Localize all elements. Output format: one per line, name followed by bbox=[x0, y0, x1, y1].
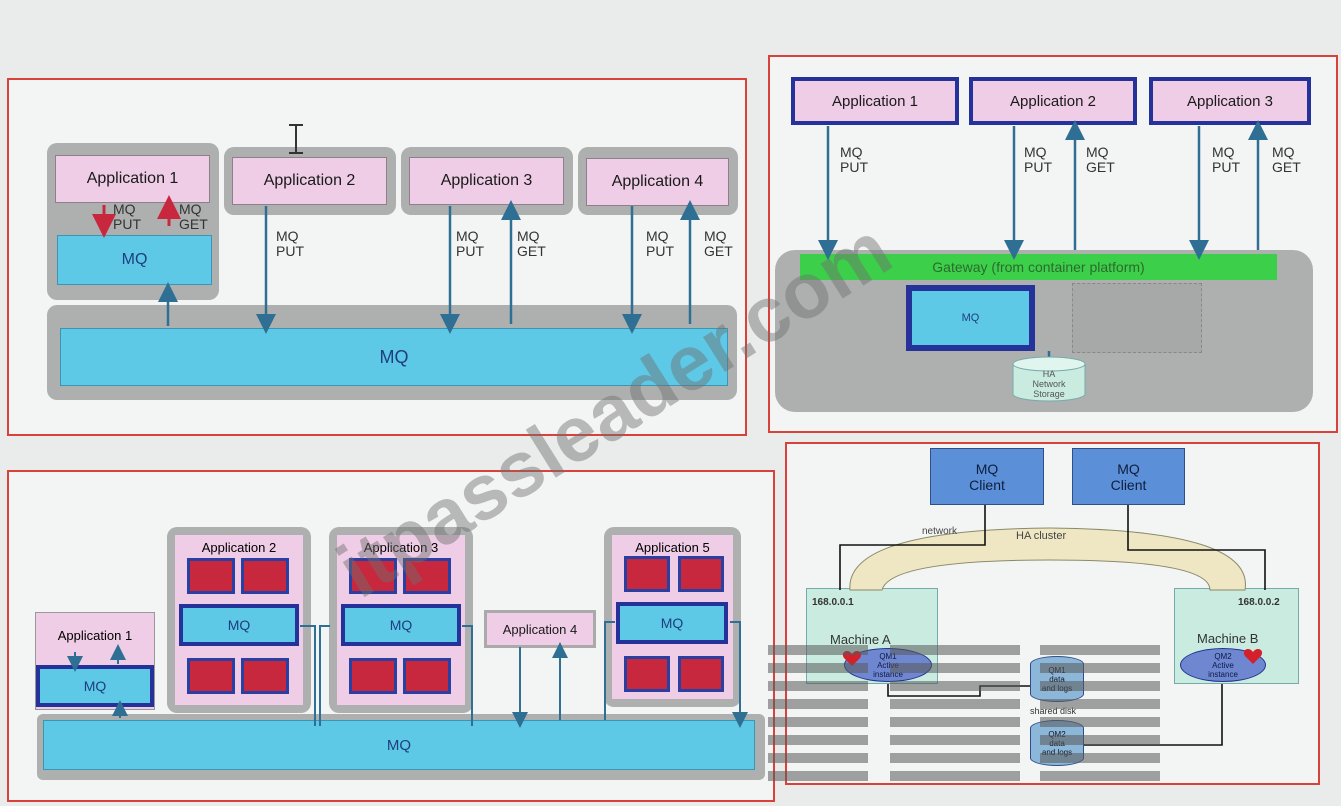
p3-worker-box bbox=[349, 658, 397, 694]
p3-worker-box bbox=[624, 556, 670, 592]
p3-worker-box bbox=[241, 658, 289, 694]
p1-app4-get-label: MQ GET bbox=[704, 228, 733, 259]
p3-worker-box bbox=[678, 556, 724, 592]
p3-worker-box bbox=[241, 558, 289, 594]
p2-app1-put-label: MQ PUT bbox=[840, 144, 868, 175]
p4-mq-client-2: MQ Client bbox=[1072, 448, 1185, 505]
p3-group-mq: MQ bbox=[179, 604, 299, 646]
p4-ha-cluster-label: HA cluster bbox=[1016, 530, 1067, 542]
p4-machine-b-label: Machine B bbox=[1197, 631, 1259, 646]
p3-application-1: Application 1 bbox=[57, 627, 133, 643]
p2-application-2: Application 2 bbox=[969, 77, 1137, 125]
p1-app1-get-label: MQ GET bbox=[179, 201, 208, 232]
p3-worker-box bbox=[624, 656, 670, 692]
p4-network-label: network bbox=[922, 526, 958, 537]
p2-standby-container bbox=[1072, 283, 1202, 353]
p1-mq-bus: MQ bbox=[60, 328, 728, 386]
p1-application-3: Application 3 bbox=[409, 157, 564, 205]
p3-application-4: Application 4 bbox=[484, 610, 596, 648]
p3-application-5: Application 5 bbox=[635, 539, 710, 555]
p2-gateway-bar: Gateway (from container platform) bbox=[800, 254, 1277, 280]
p3-group-mq: MQ bbox=[616, 602, 728, 644]
p1-app1-put-label: MQ PUT bbox=[113, 201, 141, 232]
p4-mq-client-1: MQ Client bbox=[930, 448, 1044, 505]
p4-machine-a-label: Machine A bbox=[830, 632, 891, 647]
p4-shared-disk-label: shared disk bbox=[1030, 706, 1077, 716]
p4-disk-qm2: QM2 data and logs bbox=[1030, 720, 1084, 766]
p4-ip-b: 168.0.0.2 bbox=[1238, 597, 1280, 608]
p3-group-mq: MQ bbox=[341, 604, 461, 646]
p3-worker-box bbox=[349, 558, 397, 594]
p3-worker-box bbox=[187, 558, 235, 594]
p3-worker-box bbox=[403, 658, 451, 694]
p2-app2-get-label: MQ GET bbox=[1086, 144, 1115, 175]
p2-mq-box: MQ bbox=[906, 285, 1035, 351]
p1-app4-put-label: MQ PUT bbox=[646, 228, 674, 259]
p2-application-1: Application 1 bbox=[791, 77, 959, 125]
p3-worker-box bbox=[403, 558, 451, 594]
p1-application-4: Application 4 bbox=[586, 158, 729, 206]
p4-qm1-instance: QM1 Active instance bbox=[844, 648, 932, 682]
p1-app3-get-label: MQ GET bbox=[517, 228, 546, 259]
p1-local-mq: MQ bbox=[57, 235, 212, 285]
p2-app3-get-label: MQ GET bbox=[1272, 144, 1301, 175]
p1-app2-put-label: MQ PUT bbox=[276, 228, 304, 259]
p3-worker-box bbox=[678, 656, 724, 692]
p4-disk-qm1: QM1 data and logs bbox=[1030, 656, 1084, 702]
p4-ip-a: 168.0.0.1 bbox=[812, 597, 854, 608]
p1-app3-put-label: MQ PUT bbox=[456, 228, 484, 259]
p2-app3-put-label: MQ PUT bbox=[1212, 144, 1240, 175]
p3-worker-box bbox=[187, 658, 235, 694]
p3-application-3: Application 3 bbox=[363, 539, 439, 555]
p1-application-2: Application 2 bbox=[232, 157, 387, 205]
text-cursor-icon bbox=[287, 124, 305, 154]
p1-application-1: Application 1 bbox=[55, 155, 210, 203]
p2-app2-put-label: MQ PUT bbox=[1024, 144, 1052, 175]
p3-application-2: Application 2 bbox=[201, 539, 277, 555]
p4-qm2-instance: QM2 Active instance bbox=[1180, 648, 1266, 682]
p2-application-3: Application 3 bbox=[1149, 77, 1311, 125]
p3-mq-bus: MQ bbox=[43, 720, 755, 770]
p3-app1-mq: MQ bbox=[36, 665, 154, 707]
